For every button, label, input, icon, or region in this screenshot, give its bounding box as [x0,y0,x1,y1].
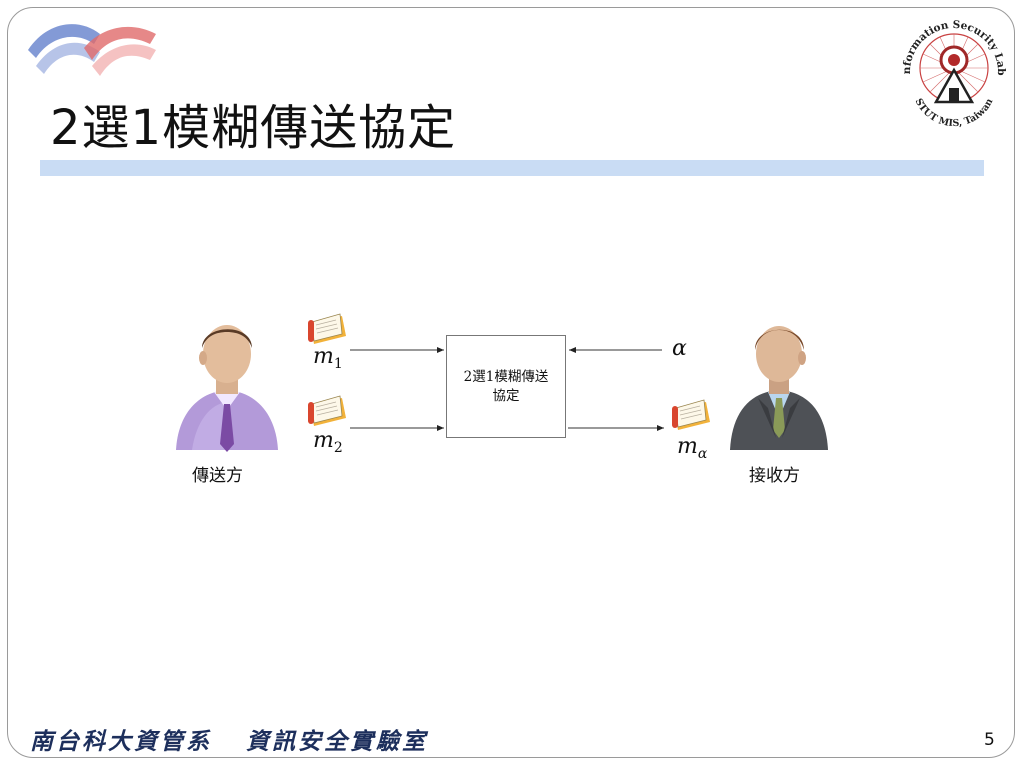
receiver-label: 接收方 [749,466,800,486]
footer-brand: 南台科大資管系 資訊安全實驗室 [30,722,428,756]
output-m-alpha-label: mα [677,434,707,462]
m1-base: m [313,344,334,369]
m1-subscript: 1 [333,356,343,372]
protocol-box: 2選1模糊傳送 協定 [446,335,566,438]
message-scroll-icon [672,399,710,430]
sender-label: 傳送方 [192,466,243,486]
businessman-gray-suit-icon [730,326,828,450]
choice-alpha-label: α [672,336,687,361]
information-security-lab-seal-icon: Information Security Lab. STUT MIS, Taiw… [892,8,1007,129]
m2-base: m [313,428,334,453]
message-scroll-icon [308,313,346,344]
message-scroll-icon [308,395,346,426]
m-alpha-subscript: α [697,446,708,462]
page-title: 2選1模糊傳送協定 [50,100,457,156]
m-alpha-base: m [677,434,698,459]
footer-lab: 資訊安全實驗室 [246,728,428,755]
m2-subscript: 2 [333,440,343,456]
message-m2-label: m2 [313,428,343,456]
businessman-purple-shirt-icon [176,325,278,452]
title-underline [40,160,984,176]
red-blue-wave-logo-icon [28,24,156,76]
footer-department: 南台科大資管系 [30,728,212,755]
protocol-box-line2: 協定 [492,388,520,404]
protocol-box-line1: 2選1模糊傳送 [463,369,549,385]
message-m1-label: m1 [313,344,343,372]
page-number: 5 [984,730,995,750]
